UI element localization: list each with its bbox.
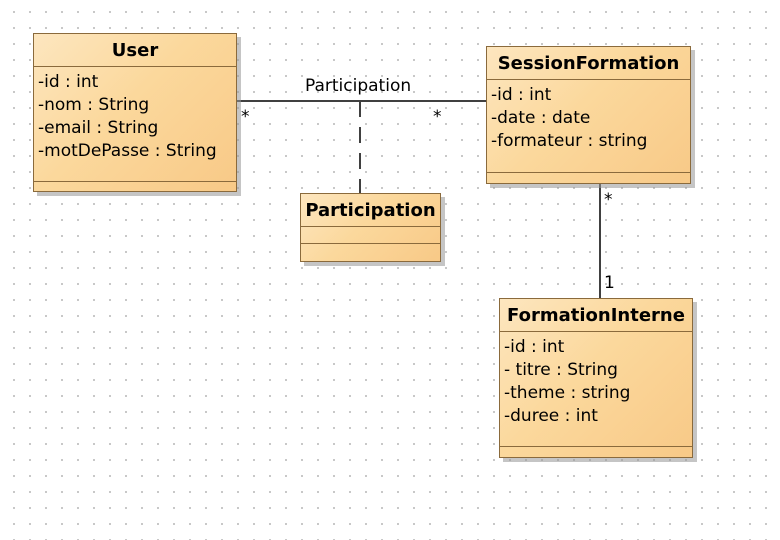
user-attribute: -motDePasse : String: [38, 141, 217, 161]
participation-attributes: [301, 227, 440, 244]
formation-interne-class-name: FormationInterne: [500, 299, 692, 332]
formation-interne-attribute: - titre : String: [504, 360, 618, 380]
session-formation-attribute: -date : date: [491, 108, 591, 128]
session-formation-class[interactable]: SessionFormation -id : int -date : date …: [486, 46, 691, 184]
participation-operations: [301, 244, 440, 258]
formation-interne-attributes: -id : int - titre : String -theme : stri…: [500, 332, 692, 447]
session-formation-attribute: -id : int: [491, 85, 552, 105]
user-class[interactable]: User -id : int -nom : String -email : St…: [33, 33, 237, 192]
user-end-multiplicity: *: [241, 107, 250, 127]
user-attribute: -nom : String: [38, 95, 150, 115]
participation-class[interactable]: Participation: [300, 193, 441, 262]
formation-interne-attribute: -theme : string: [504, 383, 631, 403]
participation-association-label: Participation: [305, 76, 412, 96]
session-formation-attribute: -formateur : string: [491, 131, 648, 151]
session-side-multiplicity: *: [604, 190, 613, 210]
user-class-name: User: [34, 34, 236, 67]
session-end-multiplicity: *: [433, 107, 442, 127]
formation-interne-attribute: -id : int: [504, 337, 565, 357]
formation-side-multiplicity: 1: [604, 273, 615, 293]
session-formation-class-name: SessionFormation: [487, 47, 690, 80]
user-operations: [34, 182, 236, 196]
formation-interne-operations: [500, 447, 692, 461]
user-attribute: -email : String: [38, 118, 159, 138]
user-attributes: -id : int -nom : String -email : String …: [34, 67, 236, 182]
user-attribute: -id : int: [38, 72, 99, 92]
formation-interne-class[interactable]: FormationInterne -id : int - titre : Str…: [499, 298, 693, 458]
participation-class-name: Participation: [301, 194, 440, 227]
formation-interne-attribute: -duree : int: [504, 406, 598, 426]
session-formation-operations: [487, 173, 690, 187]
session-formation-attributes: -id : int -date : date -formateur : stri…: [487, 80, 690, 173]
